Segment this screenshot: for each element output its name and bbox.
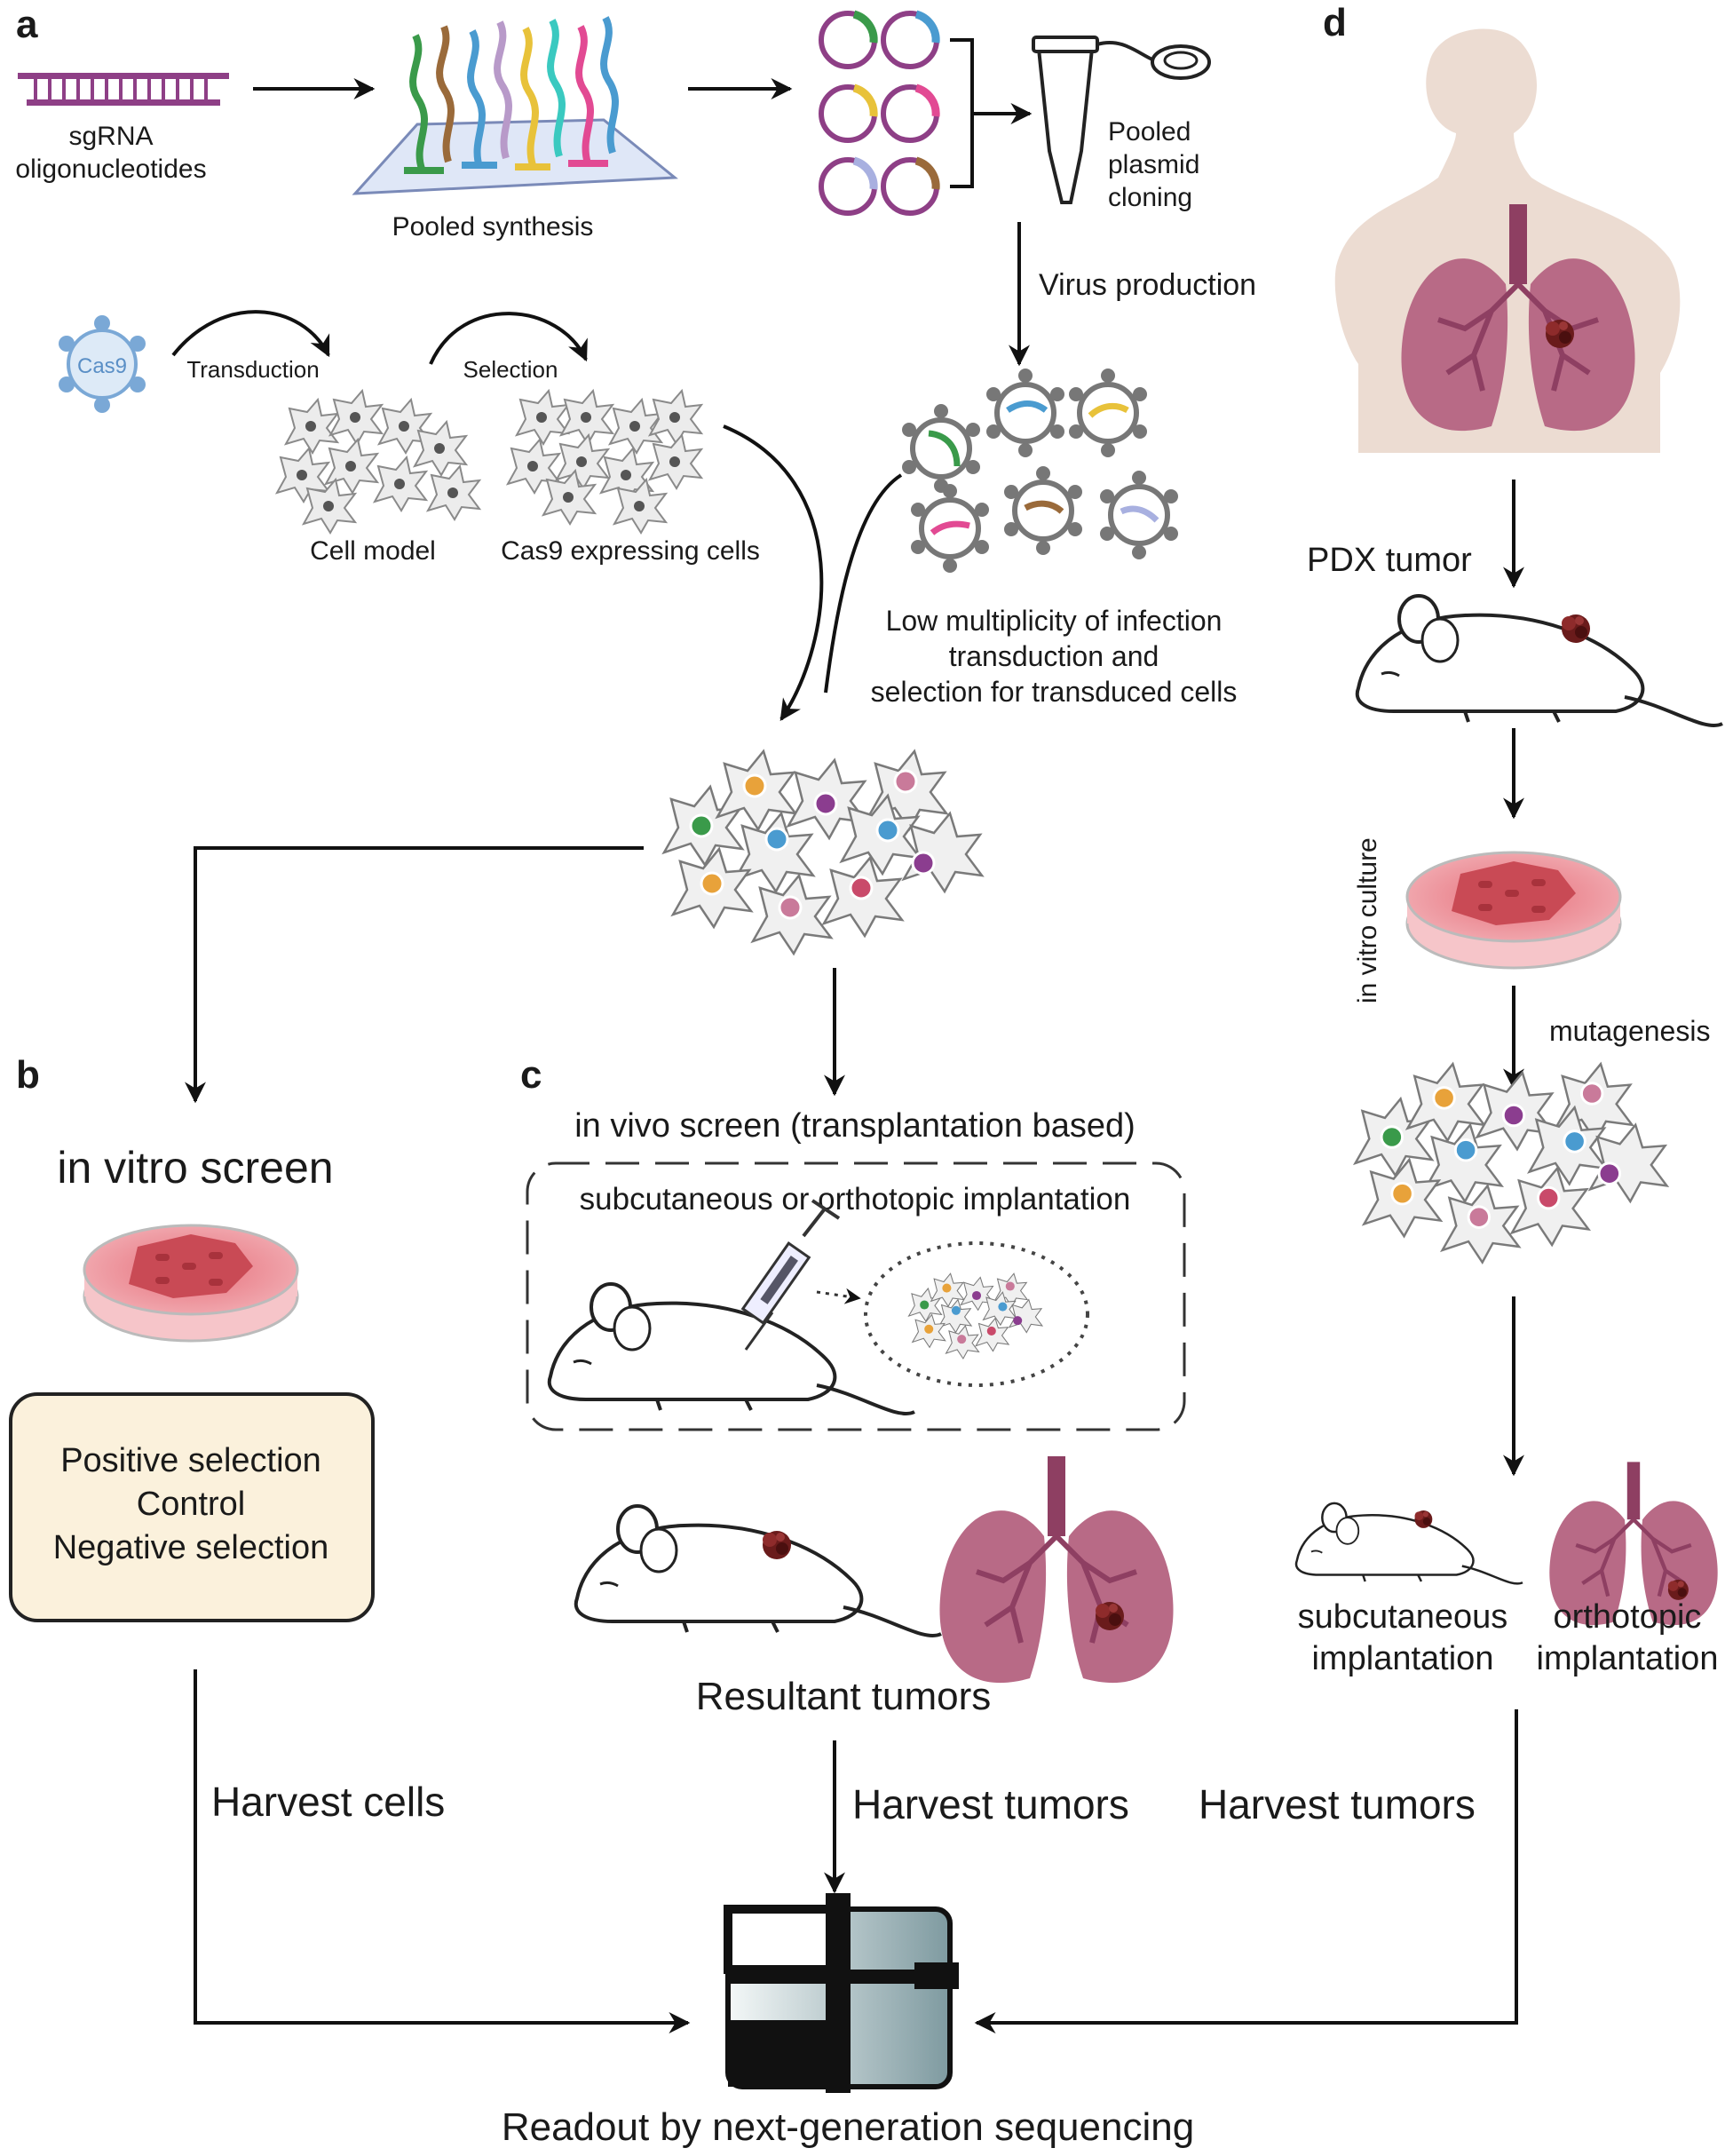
arrow-transduction (171, 310, 330, 358)
petri-dish-b (83, 1224, 299, 1343)
moi-line-1: Low multiplicity of infection (886, 605, 1223, 637)
sequencer-icon (724, 1893, 959, 2093)
control-label: Control (137, 1486, 246, 1523)
oligonucleotides-label: oligonucleotides (15, 155, 206, 184)
mutagenesis-label: mutagenesis (1549, 1015, 1710, 1047)
petri-dish-d (1405, 851, 1622, 970)
implantation-label: subcutaneous or orthotopic implantation (580, 1182, 1131, 1217)
moi-line-2: transduction and (949, 640, 1159, 672)
pdx-tumor-label: PDX tumor (1307, 542, 1472, 579)
arrow-to-in-vitro (185, 846, 644, 1104)
selection-label: Selection (463, 356, 558, 383)
harvest-cells-label: Harvest cells (211, 1779, 445, 1825)
cloning-label: cloning (1108, 183, 1192, 212)
in-vitro-culture-label: in vitro culture (1353, 837, 1382, 1003)
cas9-protein-icon (59, 315, 146, 413)
pdx-mouse (1355, 594, 1724, 728)
arrow-harvest-cells (194, 1669, 691, 2033)
implantation-box (526, 1161, 1186, 1431)
dotted-arrow-injection (816, 1288, 861, 1304)
in-vivo-screen-title: in vivo screen (transplantation based) (574, 1107, 1135, 1145)
eppendorf-tube-icon (1032, 36, 1211, 204)
panel-label-d: d (1323, 1, 1347, 44)
subcutaneous-implantation-label: implantation (1312, 1640, 1494, 1677)
lentivirus-library (902, 369, 1178, 573)
panel-label-c: c (520, 1053, 542, 1097)
harvest-tumors-c-label: Harvest tumors (852, 1781, 1129, 1827)
negative-selection-label: Negative selection (53, 1529, 329, 1566)
cas9-label: Cas9 (77, 354, 127, 378)
cell-model-label: Cell model (310, 536, 436, 566)
moi-line-3: selection for transduced cells (871, 676, 1238, 708)
virus-production-label: Virus production (1039, 268, 1256, 302)
transduced-cells-cluster (662, 749, 984, 955)
plasmid-library-icon (819, 10, 940, 216)
cas9-cells-cluster (507, 390, 702, 534)
sgrna-label: sgRNA (68, 122, 153, 151)
subcutaneous-label: subcutaneous (1298, 1598, 1508, 1636)
arrow-virus-merge (824, 473, 903, 694)
readout-label: Readout by next-generation sequencing (502, 2105, 1194, 2149)
plasmid-bracket (950, 38, 974, 188)
human-torso-icon (1334, 28, 1681, 453)
cell-suspension (908, 1272, 1043, 1359)
positive-selection-label: Positive selection (60, 1442, 321, 1479)
orthotopic-implantation-label: implantation (1537, 1640, 1719, 1677)
resultant-tumors-label: Resultant tumors (696, 1675, 992, 1718)
tumor-icon-pdx (1562, 614, 1590, 643)
arrow-harvest-tumors-d (974, 1709, 1518, 2033)
pooled-synthesis-icon (352, 16, 678, 195)
cell-model-cluster (276, 390, 480, 534)
arrow-cells-merge (723, 424, 824, 721)
arrow-selection (429, 312, 588, 365)
cas9-cells-label: Cas9 expressing cells (501, 536, 760, 566)
subcutaneous-mouse-d (1294, 1502, 1524, 1585)
transduction-label: Transduction (186, 356, 319, 383)
plasmid-label: plasmid (1108, 150, 1199, 179)
panel-label-b: b (16, 1053, 40, 1097)
selection-box (9, 1392, 375, 1622)
syringe-icon (740, 1199, 841, 1351)
harvest-tumors-d-label: Harvest tumors (1199, 1781, 1476, 1827)
tumor-icon-c-mouse (763, 1531, 791, 1559)
tumor-icon-c-lung (1096, 1602, 1124, 1630)
pooled-synthesis-label: Pooled synthesis (392, 212, 594, 242)
injected-mouse (547, 1282, 916, 1416)
tumor-mouse-c (574, 1504, 943, 1638)
pooled-label: Pooled (1108, 117, 1191, 147)
in-vitro-screen-title: in vitro screen (57, 1143, 333, 1193)
panel-label-a: a (16, 3, 38, 46)
orthotopic-label: orthotopic (1554, 1598, 1702, 1636)
cell-suspension-outline (864, 1241, 1089, 1387)
sgrna-oligo-icon (18, 73, 229, 106)
mutagenized-cells-cluster (1354, 1062, 1668, 1264)
lungs-c (939, 1456, 1173, 1683)
